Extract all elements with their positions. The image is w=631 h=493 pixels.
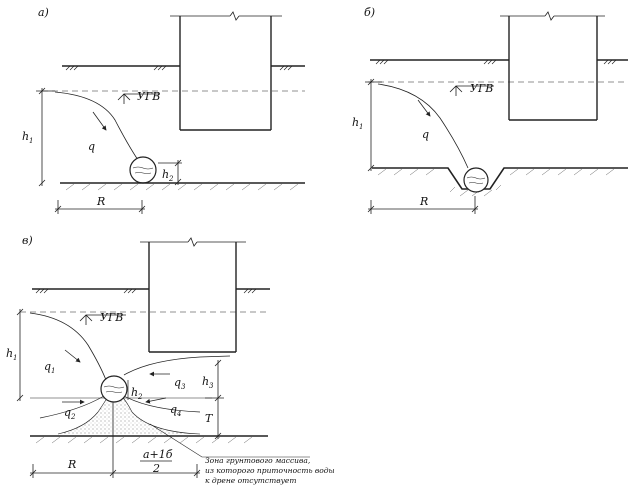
panel-b-drain-pipe bbox=[463, 167, 489, 193]
panel-c-right-depression-curve bbox=[123, 355, 231, 376]
panel-a-h1-dimension bbox=[36, 87, 55, 187]
panel-c-ugv-label: УГВ bbox=[100, 311, 123, 324]
panel-b-ugv-label: УГВ bbox=[470, 82, 493, 95]
panel-c-r-dimension bbox=[29, 402, 201, 478]
panel-c-q3-label: q bbox=[174, 376, 181, 389]
svg-text:3: 3 bbox=[209, 382, 214, 390]
panel-c-lower-right-curve bbox=[123, 395, 201, 413]
panel-c-q2-label: q bbox=[64, 406, 71, 419]
svg-text:3: 3 bbox=[181, 383, 186, 391]
panel-c-q4-arrow bbox=[145, 397, 167, 404]
panel-c-r-label: R bbox=[67, 458, 76, 471]
panel-b-pit bbox=[500, 11, 605, 121]
panel-c-q4-label: q bbox=[170, 403, 177, 416]
panel-c-h1-label: h bbox=[6, 347, 13, 360]
panel-c-zone-note: Зона грунтового массива, из которого при… bbox=[205, 456, 335, 485]
panel-c-lower-left-curve bbox=[39, 395, 105, 419]
panel-c-h2-label: h bbox=[131, 386, 138, 399]
panel-c: в) УГВ bbox=[6, 234, 310, 478]
panel-a-q-label: q bbox=[88, 140, 95, 153]
svg-text:из которого приточность воды: из которого приточность воды bbox=[205, 466, 335, 475]
panel-c-letter: в) bbox=[22, 234, 33, 247]
svg-text:1: 1 bbox=[29, 137, 33, 145]
panel-a: а) УГВ q bbox=[22, 6, 305, 214]
panel-c-no-inflow-zone bbox=[58, 392, 200, 434]
panel-c-q1-arrow bbox=[64, 349, 81, 363]
panel-c-q1-label: q bbox=[44, 360, 51, 373]
svg-text:Зона грунтового массива,: Зона грунтового массива, bbox=[205, 456, 310, 465]
panel-a-h2-label: h bbox=[162, 168, 169, 181]
svg-text:к дрене отсутствует: к дрене отсутствует bbox=[205, 476, 297, 485]
panel-c-note-leader bbox=[149, 423, 310, 458]
panel-a-pit bbox=[170, 11, 282, 131]
panel-a-h2-dimension bbox=[158, 159, 182, 186]
panel-b-letter: б) bbox=[364, 6, 375, 19]
panel-c-h1-dimension bbox=[16, 308, 24, 402]
panel-a-r-label: R bbox=[96, 195, 105, 208]
panel-b-r-dimension bbox=[367, 196, 479, 214]
panel-c-h3-label: h bbox=[202, 375, 209, 388]
panel-a-h1-label: h bbox=[22, 130, 29, 143]
panel-c-left-depression-curve bbox=[29, 312, 107, 381]
panel-b-q-label: q bbox=[422, 128, 429, 141]
svg-text:4: 4 bbox=[176, 410, 181, 418]
panel-b-depression-curve bbox=[377, 83, 469, 169]
panel-b-ugv-marker bbox=[449, 85, 494, 96]
panel-b-h1-dimension bbox=[365, 78, 382, 172]
panel-a-r-dimension bbox=[54, 200, 146, 214]
svg-text:2: 2 bbox=[70, 413, 76, 421]
panel-b-flow-arrow bbox=[417, 99, 431, 117]
panel-c-drain-pipe bbox=[100, 375, 128, 403]
panel-c-fraction-numerator: a+1б bbox=[143, 448, 173, 461]
panel-a-drain-pipe bbox=[129, 156, 157, 184]
panel-a-ugv-label: УГВ bbox=[137, 90, 160, 103]
panel-a-flow-arrow bbox=[92, 111, 107, 131]
svg-text:1: 1 bbox=[359, 123, 363, 131]
svg-text:2: 2 bbox=[168, 175, 174, 183]
panel-c-t-label: T bbox=[205, 412, 214, 425]
panel-b-r-label: R bbox=[419, 195, 428, 208]
panel-c-ugv-marker bbox=[79, 314, 126, 325]
panel-b-h1-label: h bbox=[352, 116, 359, 129]
svg-text:2: 2 bbox=[137, 393, 143, 401]
panel-a-letter: а) bbox=[38, 6, 49, 19]
panel-c-pit bbox=[140, 237, 246, 353]
panel-a-ugv-marker bbox=[117, 93, 160, 104]
panel-a-depression-curve bbox=[54, 91, 139, 161]
panel-c-h3-t-dimension bbox=[205, 359, 224, 440]
panel-b: б) УГВ q bbox=[352, 6, 628, 214]
svg-text:1: 1 bbox=[51, 367, 55, 375]
svg-text:1: 1 bbox=[13, 354, 17, 362]
panel-c-fraction-denominator: 2 bbox=[152, 462, 160, 475]
